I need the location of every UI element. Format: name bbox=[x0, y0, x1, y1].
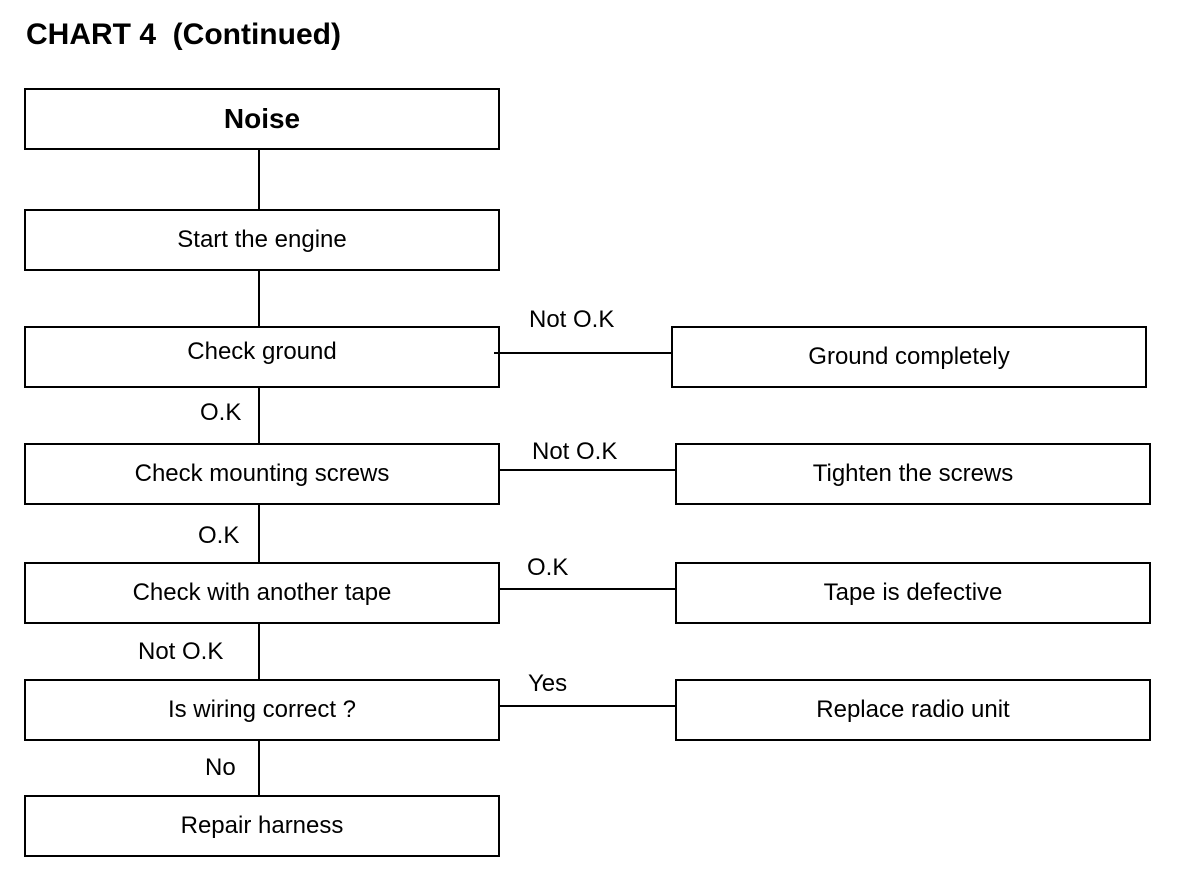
node-repair-harness: Repair harness bbox=[24, 795, 500, 857]
connector-screws-right bbox=[500, 469, 675, 471]
connector-wiring-harness bbox=[258, 741, 260, 795]
edge-label-screws-not-ok: Not O.K bbox=[532, 438, 618, 465]
connector-screws-tape bbox=[258, 505, 260, 562]
node-noise: Noise bbox=[24, 88, 500, 150]
node-ground-completely: Ground completely bbox=[671, 326, 1147, 388]
node-tape-defective: Tape is defective bbox=[675, 562, 1151, 624]
edge-label-wiring-no: No bbox=[205, 754, 236, 781]
node-replace-radio: Replace radio unit bbox=[675, 679, 1151, 741]
connector-tape-wiring bbox=[258, 624, 260, 679]
node-start-engine: Start the engine bbox=[24, 209, 500, 271]
node-is-wiring-correct: Is wiring correct ? bbox=[24, 679, 500, 741]
edge-label-screws-ok: O.K bbox=[198, 522, 240, 549]
edge-label-tape-ok: O.K bbox=[527, 554, 569, 581]
chart-title: CHART 4 (Continued) bbox=[26, 18, 341, 51]
node-tighten-screws: Tighten the screws bbox=[675, 443, 1151, 505]
edge-label-tape-not-ok: Not O.K bbox=[138, 638, 224, 665]
node-check-another-tape: Check with another tape bbox=[24, 562, 500, 624]
connector-wiring-right bbox=[500, 705, 675, 707]
connector-ground-screws bbox=[258, 388, 260, 443]
connector-ground-right bbox=[494, 352, 671, 354]
node-check-mounting-screws: Check mounting screws bbox=[24, 443, 500, 505]
edge-label-wiring-yes: Yes bbox=[528, 670, 568, 697]
edge-label-ground-not-ok: Not O.K bbox=[529, 306, 615, 333]
node-check-ground: Check ground bbox=[24, 326, 500, 388]
connector-start-ground bbox=[258, 271, 260, 326]
connector-tape-right bbox=[500, 588, 675, 590]
connector-noise-start bbox=[258, 150, 260, 209]
edge-label-ground-ok: O.K bbox=[200, 399, 242, 426]
